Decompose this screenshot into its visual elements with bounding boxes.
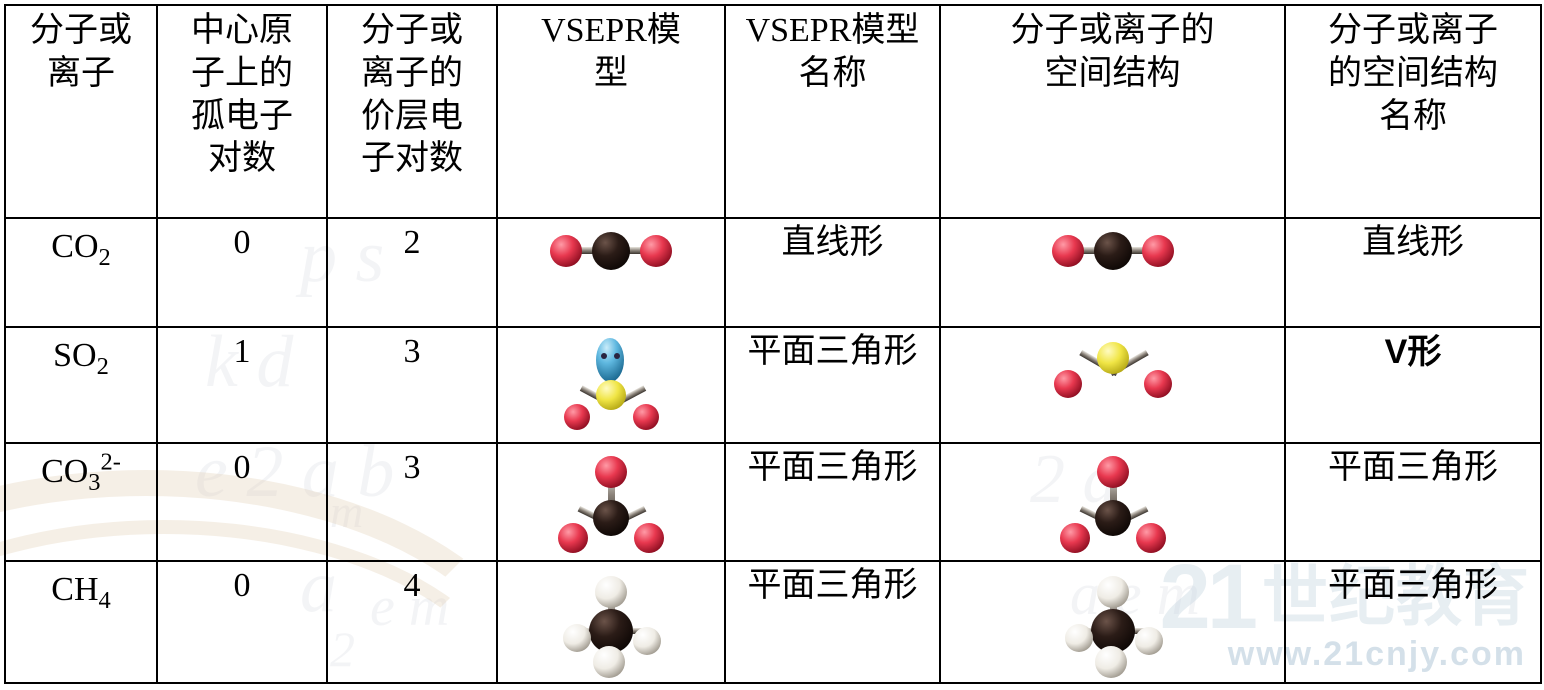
carbonate-trigonal-model-icon bbox=[558, 456, 664, 553]
vsepr-table: 分子或 离子 中心原 子上的 孤电子 对数 分子或 离子的 价层电 子对数 VS… bbox=[4, 4, 1542, 684]
cell-lone-pairs: 0 bbox=[156, 442, 328, 562]
header-label: 分子或离子 的空间结构 名称 bbox=[1328, 12, 1498, 135]
structure-name-label: V形 bbox=[1384, 333, 1442, 371]
header-cell-species: 分子或 离子 bbox=[4, 4, 158, 219]
methane-tetrahedral-structure-icon bbox=[1064, 576, 1163, 678]
header-label: 中心原 子上的 孤电子 对数 bbox=[191, 12, 293, 178]
cell-lone-pairs: 1 bbox=[156, 326, 328, 444]
header-label: 分子或 离子的 价层电 子对数 bbox=[361, 12, 463, 178]
cell-structure-name: 平面三角形 bbox=[1284, 442, 1542, 562]
header-label: 分子或 离子 bbox=[30, 12, 132, 92]
species-formula: CH4 bbox=[51, 571, 111, 615]
cell-structure-name: V形 bbox=[1284, 326, 1542, 444]
cell-electron-pairs: 2 bbox=[326, 217, 498, 328]
cell-structure bbox=[939, 326, 1286, 444]
carbonate-trigonal-structure-icon bbox=[1059, 456, 1166, 553]
cell-vsepr-name: 平面三角形 bbox=[724, 442, 941, 562]
cell-vsepr-name: 直线形 bbox=[724, 217, 941, 328]
header-label: VSEPR模 型 bbox=[541, 12, 681, 92]
header-cell-structure: 分子或离子的 空间结构 bbox=[939, 4, 1286, 219]
table-header-row: 分子或 离子 中心原 子上的 孤电子 对数 分子或 离子的 价层电 子对数 VS… bbox=[4, 4, 1542, 219]
cell-structure bbox=[939, 442, 1286, 562]
cell-vsepr-model bbox=[496, 217, 726, 328]
cell-structure-name: 平面三角形 bbox=[1284, 560, 1542, 684]
cell-species: CH4 bbox=[4, 560, 158, 684]
species-formula: SO2 bbox=[53, 337, 109, 381]
cell-structure bbox=[939, 560, 1286, 684]
header-cell-lone-pairs: 中心原 子上的 孤电子 对数 bbox=[156, 4, 328, 219]
cell-electron-pairs: 3 bbox=[326, 442, 498, 562]
methane-tetrahedral-model-icon bbox=[563, 576, 661, 678]
cell-electron-pairs: 4 bbox=[326, 560, 498, 684]
cell-vsepr-model bbox=[496, 442, 726, 562]
table-row: CH4 0 4 平面三角形 bbox=[4, 560, 1542, 684]
header-cell-structure-name: 分子或离子 的空间结构 名称 bbox=[1284, 4, 1542, 219]
cell-structure bbox=[939, 217, 1286, 328]
header-label: 分子或离子的 空间结构 bbox=[1010, 12, 1215, 92]
table-row: CO32- 0 3 平面三角形 bbox=[4, 442, 1542, 562]
cell-electron-pairs: 3 bbox=[326, 326, 498, 444]
cell-vsepr-name: 平面三角形 bbox=[724, 560, 941, 684]
cell-lone-pairs: 0 bbox=[156, 217, 328, 328]
co2-linear-model-icon bbox=[550, 232, 672, 270]
cell-vsepr-name: 平面三角形 bbox=[724, 326, 941, 444]
table-row: CO2 0 2 bbox=[4, 217, 1542, 328]
cell-structure-name: 直线形 bbox=[1284, 217, 1542, 328]
header-cell-electron-pairs: 分子或 离子的 价层电 子对数 bbox=[326, 4, 498, 219]
cell-species: CO2 bbox=[4, 217, 158, 328]
cell-lone-pairs: 0 bbox=[156, 560, 328, 684]
cell-vsepr-model bbox=[496, 560, 726, 684]
header-cell-vsepr-name: VSEPR模型 名称 bbox=[724, 4, 941, 219]
co2-linear-structure-icon bbox=[1051, 232, 1174, 270]
so2-trigonal-lonepair-model-icon bbox=[564, 338, 659, 430]
species-formula: CO2 bbox=[51, 228, 111, 272]
cell-species: CO32- bbox=[4, 442, 158, 562]
table-row: SO2 1 3 平面三角形 bbox=[4, 326, 1542, 444]
species-formula: CO32- bbox=[41, 449, 121, 497]
cell-vsepr-model bbox=[496, 326, 726, 444]
header-cell-vsepr-model: VSEPR模 型 bbox=[496, 4, 726, 219]
header-label: VSEPR模型 名称 bbox=[745, 12, 920, 92]
so2-bent-structure-icon bbox=[1053, 342, 1172, 398]
cell-species: SO2 bbox=[4, 326, 158, 444]
